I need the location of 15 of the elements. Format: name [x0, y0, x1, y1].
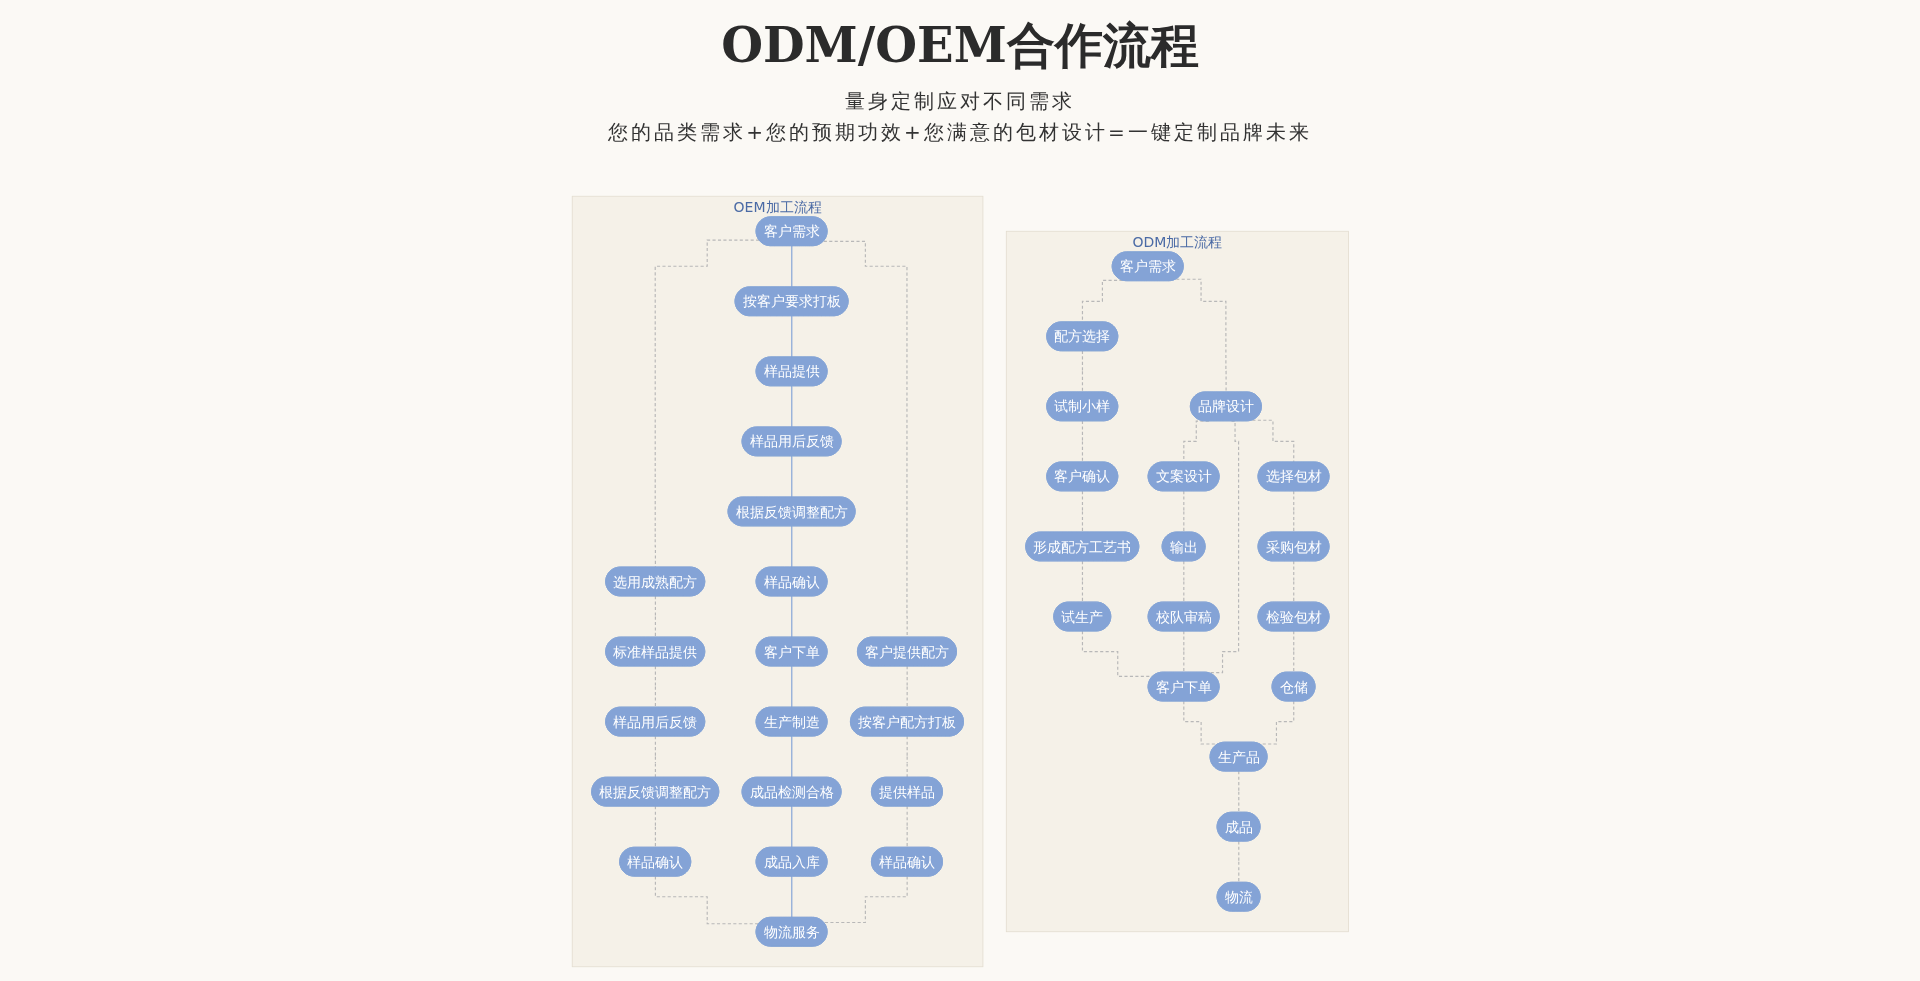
connector: [790, 245, 793, 288]
connector: [790, 735, 793, 779]
connector: [790, 315, 793, 358]
connector: [790, 455, 793, 499]
connector: [790, 385, 793, 428]
connector: [790, 875, 793, 919]
subtitle-text: 您的品类需求+您的预期功效+您满意的包材设计=一键定制品牌未来: [608, 119, 1312, 146]
connector: [790, 665, 793, 709]
connector: [790, 805, 793, 849]
connector: [1175, 278, 1227, 393]
subtitle-text: 量身定制应对不同需求: [845, 88, 1075, 115]
connector: [790, 525, 793, 569]
connector: [790, 595, 793, 639]
page-title: ODM/OEM合作流程: [721, 16, 1199, 75]
connector: [1251, 419, 1295, 463]
